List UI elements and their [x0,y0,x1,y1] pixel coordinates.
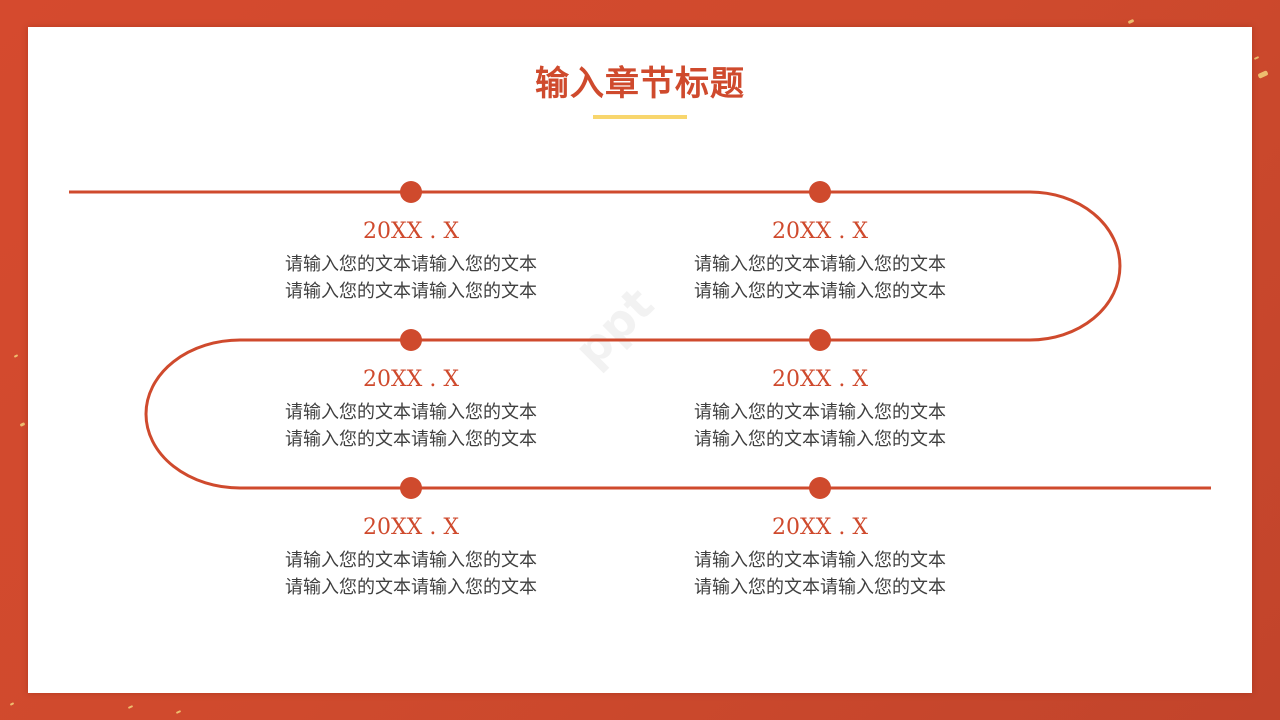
entry-date: 20XX . X [772,219,868,244]
entry-text: 请输入您的文本请输入您的文本 [694,429,946,450]
section-title: 输入章节标题 [535,64,745,104]
entry-text: 请输入您的文本请输入您的文本 [694,550,946,571]
entry-date: 20XX . X [772,367,868,392]
entry-text: 请输入您的文本请输入您的文本 [694,254,946,275]
timeline-entry: 20XX . X 请输入您的文本请输入您的文本 请输入您的文本请输入您的文本 [261,367,561,453]
timeline-node [809,181,831,203]
entry-date: 20XX . X [363,367,459,392]
timeline-entry: 20XX . X 请输入您的文本请输入您的文本 请输入您的文本请输入您的文本 [670,367,970,453]
title-underline [593,115,687,119]
entry-text: 请输入您的文本请输入您的文本 [285,281,537,302]
timeline-node [400,477,422,499]
entry-text: 请输入您的文本请输入您的文本 [285,550,537,571]
entry-text: 请输入您的文本请输入您的文本 [285,254,537,275]
timeline-node [809,329,831,351]
timeline-node [400,329,422,351]
timeline-entry: 20XX . X 请输入您的文本请输入您的文本 请输入您的文本请输入您的文本 [261,515,561,601]
entry-text: 请输入您的文本请输入您的文本 [285,429,537,450]
entry-text: 请输入您的文本请输入您的文本 [285,402,537,423]
timeline-entry: 20XX . X 请输入您的文本请输入您的文本 请输入您的文本请输入您的文本 [670,515,970,601]
entry-date: 20XX . X [772,515,868,540]
timeline-entry: 20XX . X 请输入您的文本请输入您的文本 请输入您的文本请输入您的文本 [261,219,561,305]
entry-date: 20XX . X [363,515,459,540]
entry-text: 请输入您的文本请输入您的文本 [285,577,537,598]
entry-text: 请输入您的文本请输入您的文本 [694,281,946,302]
timeline-node [809,477,831,499]
entry-text: 请输入您的文本请输入您的文本 [694,402,946,423]
content-card [28,27,1252,693]
timeline-entry: 20XX . X 请输入您的文本请输入您的文本 请输入您的文本请输入您的文本 [670,219,970,305]
timeline-node [400,181,422,203]
entry-text: 请输入您的文本请输入您的文本 [694,577,946,598]
entry-date: 20XX . X [363,219,459,244]
